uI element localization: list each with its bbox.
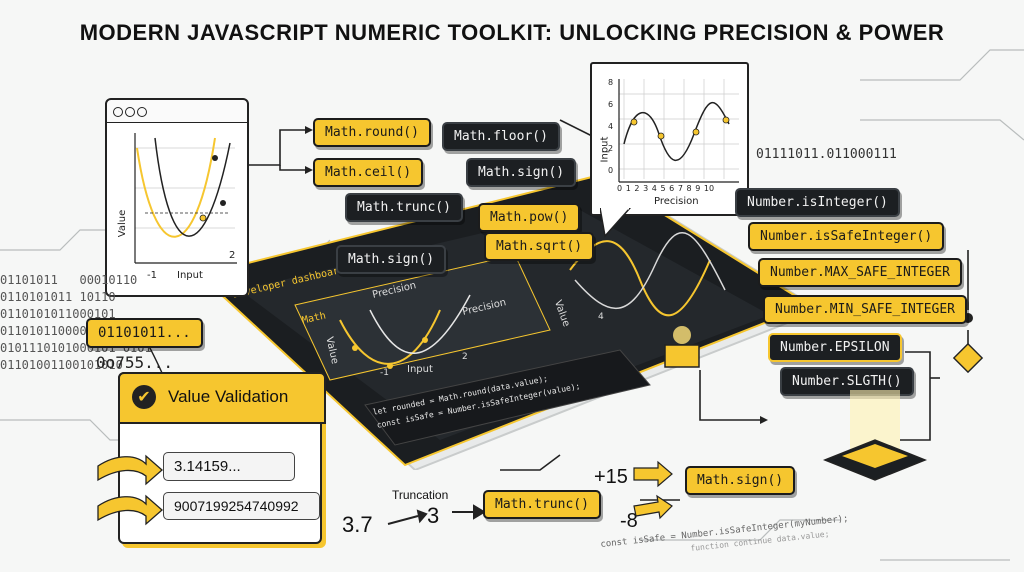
validation-field-2[interactable]: 9007199254740992 bbox=[163, 492, 320, 520]
top-graph-xlabel: Precision bbox=[654, 196, 699, 207]
top-graph-x-tick: 2 bbox=[634, 184, 640, 193]
top-graph-y-tick: 6 bbox=[608, 100, 614, 109]
top-graph-y-ticks: 8 6 4 2 0 bbox=[608, 72, 613, 182]
top-graph-y-tick: 4 bbox=[608, 122, 614, 131]
panel-tick-pos: 2 bbox=[462, 352, 468, 362]
top-graph-x-tick: 7 bbox=[677, 184, 683, 193]
sign-arrows bbox=[633, 460, 673, 520]
binary-top-right: 01111011.011000111 bbox=[756, 147, 897, 162]
left-graph-window: Value Input -1 2 bbox=[105, 98, 249, 297]
math-trunc-chip[interactable]: Math.trunc() bbox=[345, 193, 463, 222]
sign-negative-value: -8 bbox=[620, 510, 638, 532]
window-titlebar bbox=[107, 100, 247, 123]
callout-tail bbox=[600, 208, 632, 238]
validation-arrows bbox=[97, 454, 163, 526]
window-dot-icon[interactable] bbox=[113, 107, 123, 117]
number-epsilon-chip[interactable]: Number.EPSILON bbox=[768, 333, 902, 362]
truncation-chip[interactable]: Math.trunc() bbox=[483, 490, 601, 519]
truncation-label: Truncation bbox=[392, 488, 449, 502]
parabola-chart bbox=[134, 133, 237, 264]
math-sign-chip-top[interactable]: Math.sign() bbox=[466, 158, 577, 187]
math-floor-chip[interactable]: Math.floor() bbox=[442, 122, 560, 151]
top-graph-x-tick: 8 bbox=[686, 184, 692, 193]
window-dot-icon[interactable] bbox=[125, 107, 135, 117]
sine-chart bbox=[618, 79, 739, 183]
panel-tick-neg: -1 bbox=[380, 368, 389, 378]
octal-label: 0o755... bbox=[96, 353, 174, 372]
top-graph-y-tick: 8 bbox=[608, 78, 614, 87]
glowing-device bbox=[822, 390, 928, 481]
sign-chip[interactable]: Math.sign() bbox=[685, 466, 796, 495]
top-graph-x-tick: 1 bbox=[625, 184, 631, 193]
number-min-safe-integer-chip[interactable]: Number.MIN_SAFE_INTEGER bbox=[763, 295, 968, 324]
top-graph-x-tick: 4 bbox=[651, 184, 657, 193]
left-graph-tick-neg: -1 bbox=[147, 270, 157, 281]
top-graph-y-tick: 2 bbox=[608, 144, 614, 153]
top-graph-x-tick: 9 bbox=[695, 184, 701, 193]
math-pow-chip[interactable]: Math.pow() bbox=[478, 203, 581, 232]
left-graph-tick-pos: 2 bbox=[229, 250, 236, 261]
top-graph-x-tick: 5 bbox=[660, 184, 666, 193]
math-sqrt-chip[interactable]: Math.sqrt() bbox=[484, 232, 595, 261]
validation-header: ✔ Value Validation bbox=[118, 372, 326, 424]
math-round-chip[interactable]: Math.round() bbox=[313, 118, 431, 147]
validation-field-1[interactable]: 3.14159... bbox=[163, 452, 295, 481]
check-icon: ✔ bbox=[132, 385, 156, 409]
math-ceil-chip[interactable]: Math.ceil() bbox=[313, 158, 424, 187]
page-title: MODERN JAVASCRIPT NUMERIC TOOLKIT: UNLOC… bbox=[79, 20, 945, 45]
binary-chip[interactable]: 01101011... bbox=[86, 318, 203, 348]
validation-title: Value Validation bbox=[168, 387, 289, 406]
top-graph-y-tick: 0 bbox=[608, 166, 614, 175]
top-graph-x-tick: 6 bbox=[669, 184, 675, 193]
top-graph-x-tick: 0 bbox=[617, 184, 623, 193]
number-isinteger-chip[interactable]: Number.isInteger() bbox=[735, 188, 900, 217]
wave-tick: 4 bbox=[598, 312, 604, 322]
top-graph-x-tick: 10 bbox=[703, 184, 715, 193]
left-graph-ylabel: Value bbox=[117, 209, 129, 238]
truncation-output: 3 bbox=[427, 503, 440, 528]
math-sign-chip-left[interactable]: Math.sign() bbox=[336, 245, 447, 274]
truncation-input: 3.7 bbox=[342, 512, 373, 537]
number-issafeinteger-chip[interactable]: Number.isSafeInteger() bbox=[748, 222, 945, 251]
panel-xlabel: Input bbox=[407, 364, 433, 375]
number-slgth-chip[interactable]: Number.SLGTH() bbox=[780, 367, 914, 396]
top-graph-x-tick: 3 bbox=[643, 184, 649, 193]
truncation-arrows bbox=[387, 504, 486, 525]
left-graph-xlabel: Input bbox=[177, 270, 203, 281]
window-dot-icon[interactable] bbox=[137, 107, 147, 117]
number-max-safe-integer-chip[interactable]: Number.MAX_SAFE_INTEGER bbox=[758, 258, 963, 287]
sign-positive-value: +15 bbox=[594, 466, 628, 488]
